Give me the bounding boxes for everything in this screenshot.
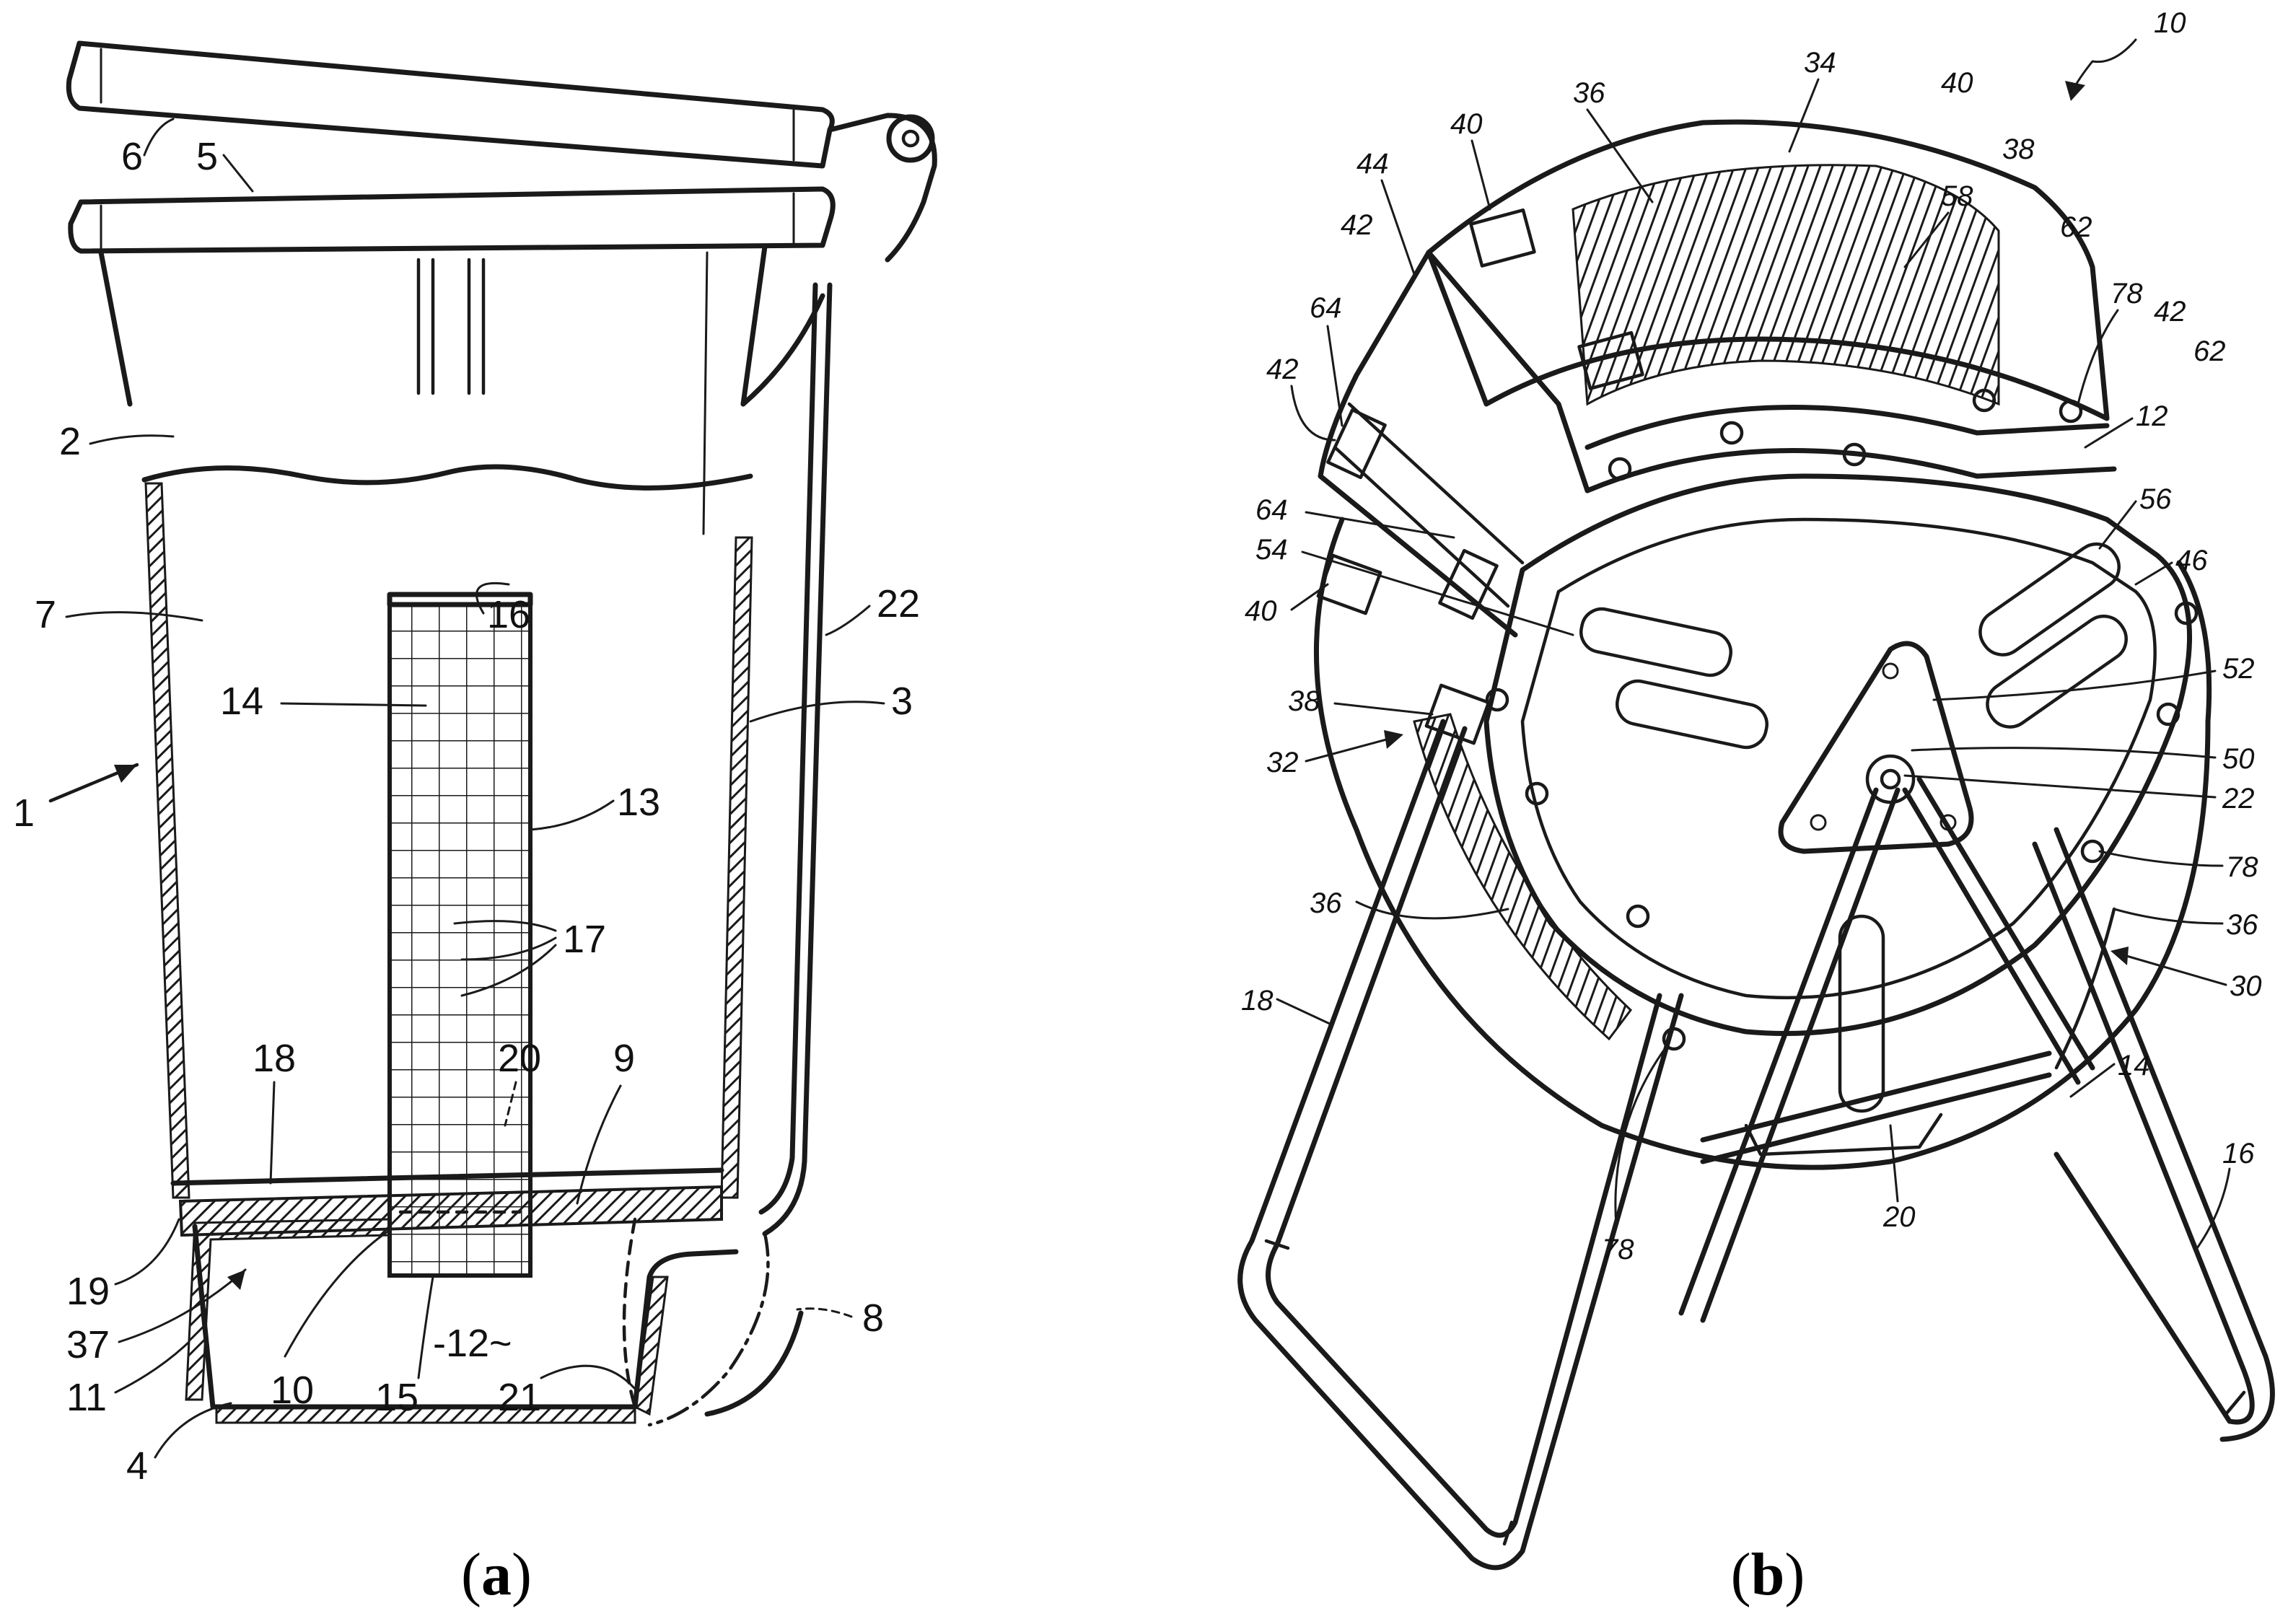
label-b-42b: 42	[1266, 354, 1299, 385]
label-b-34: 34	[1804, 47, 1836, 79]
label-b-78a: 78	[2111, 278, 2143, 310]
caption-a: (a)	[461, 1541, 532, 1608]
panel-b-drawing	[1237, 119, 2275, 1571]
label-b-56: 56	[2139, 483, 2172, 515]
label-b-58: 58	[1941, 180, 1973, 212]
caption-b: (b)	[1731, 1541, 1805, 1608]
label-b-64a: 64	[1310, 292, 1342, 324]
label-12: -12~	[433, 1322, 512, 1365]
label-2: 2	[59, 420, 81, 463]
label-b-36a: 36	[1573, 77, 1605, 109]
label-8: 8	[862, 1296, 884, 1340]
label-17: 17	[563, 918, 606, 961]
label-11: 11	[66, 1376, 107, 1419]
label-b-12: 12	[2136, 400, 2168, 432]
label-15: 15	[375, 1376, 418, 1419]
label-b-10: 10	[2154, 7, 2186, 39]
label-b-42c: 42	[2154, 296, 2186, 328]
label-b-30: 30	[2230, 970, 2262, 1002]
label-b-50: 50	[2222, 743, 2255, 775]
label-b-46: 46	[2175, 545, 2208, 576]
label-10: 10	[271, 1369, 314, 1412]
label-4: 4	[126, 1444, 148, 1488]
label-b-14: 14	[2118, 1050, 2150, 1081]
label-b-18: 18	[1241, 985, 1274, 1017]
label-b-42a: 42	[1341, 209, 1373, 241]
label-b-62a: 62	[2060, 211, 2092, 243]
label-b-40c: 40	[1245, 595, 1277, 627]
label-b-38a: 38	[2002, 133, 2035, 165]
label-16: 16	[487, 593, 530, 636]
label-b-16: 16	[2222, 1138, 2255, 1169]
label-7: 7	[35, 593, 56, 636]
label-5: 5	[196, 135, 218, 178]
label-b-52: 52	[2222, 653, 2255, 685]
label-b-32: 32	[1266, 747, 1299, 778]
label-6: 6	[121, 135, 143, 178]
label-b-44: 44	[1356, 148, 1389, 180]
label-19: 19	[66, 1270, 110, 1313]
panel-b-labels: 10 34 40 36 40 44 42 64 42 38 58 62 78 4…	[1241, 7, 2262, 1265]
label-14: 14	[220, 680, 263, 723]
label-b-36c: 36	[1310, 887, 1342, 919]
label-9: 9	[613, 1037, 635, 1080]
label-b-62b: 62	[2193, 335, 2226, 367]
label-13: 13	[617, 781, 660, 824]
label-b-40b: 40	[1450, 108, 1483, 140]
label-b-38b: 38	[1288, 685, 1320, 717]
panel-a-labels: 6 5 2 7 1 16 14 13 17 18 20 9 22 3 19 37	[13, 118, 920, 1488]
label-22: 22	[877, 582, 920, 626]
label-1: 1	[13, 791, 35, 835]
label-b-64b: 64	[1255, 494, 1288, 526]
label-b-22: 22	[2222, 783, 2255, 815]
label-3: 3	[891, 680, 913, 723]
label-21: 21	[498, 1376, 541, 1419]
label-b-40a: 40	[1941, 67, 1973, 99]
label-b-20: 20	[1882, 1201, 1916, 1233]
label-b-36b: 36	[2226, 909, 2258, 941]
panel-a-drawing	[66, 40, 937, 1427]
label-b-78b: 78	[2226, 851, 2258, 883]
label-20: 20	[498, 1037, 541, 1080]
label-b-78c: 78	[1602, 1234, 1634, 1265]
label-18: 18	[253, 1037, 296, 1080]
label-37: 37	[66, 1323, 110, 1366]
label-b-54: 54	[1255, 534, 1288, 566]
